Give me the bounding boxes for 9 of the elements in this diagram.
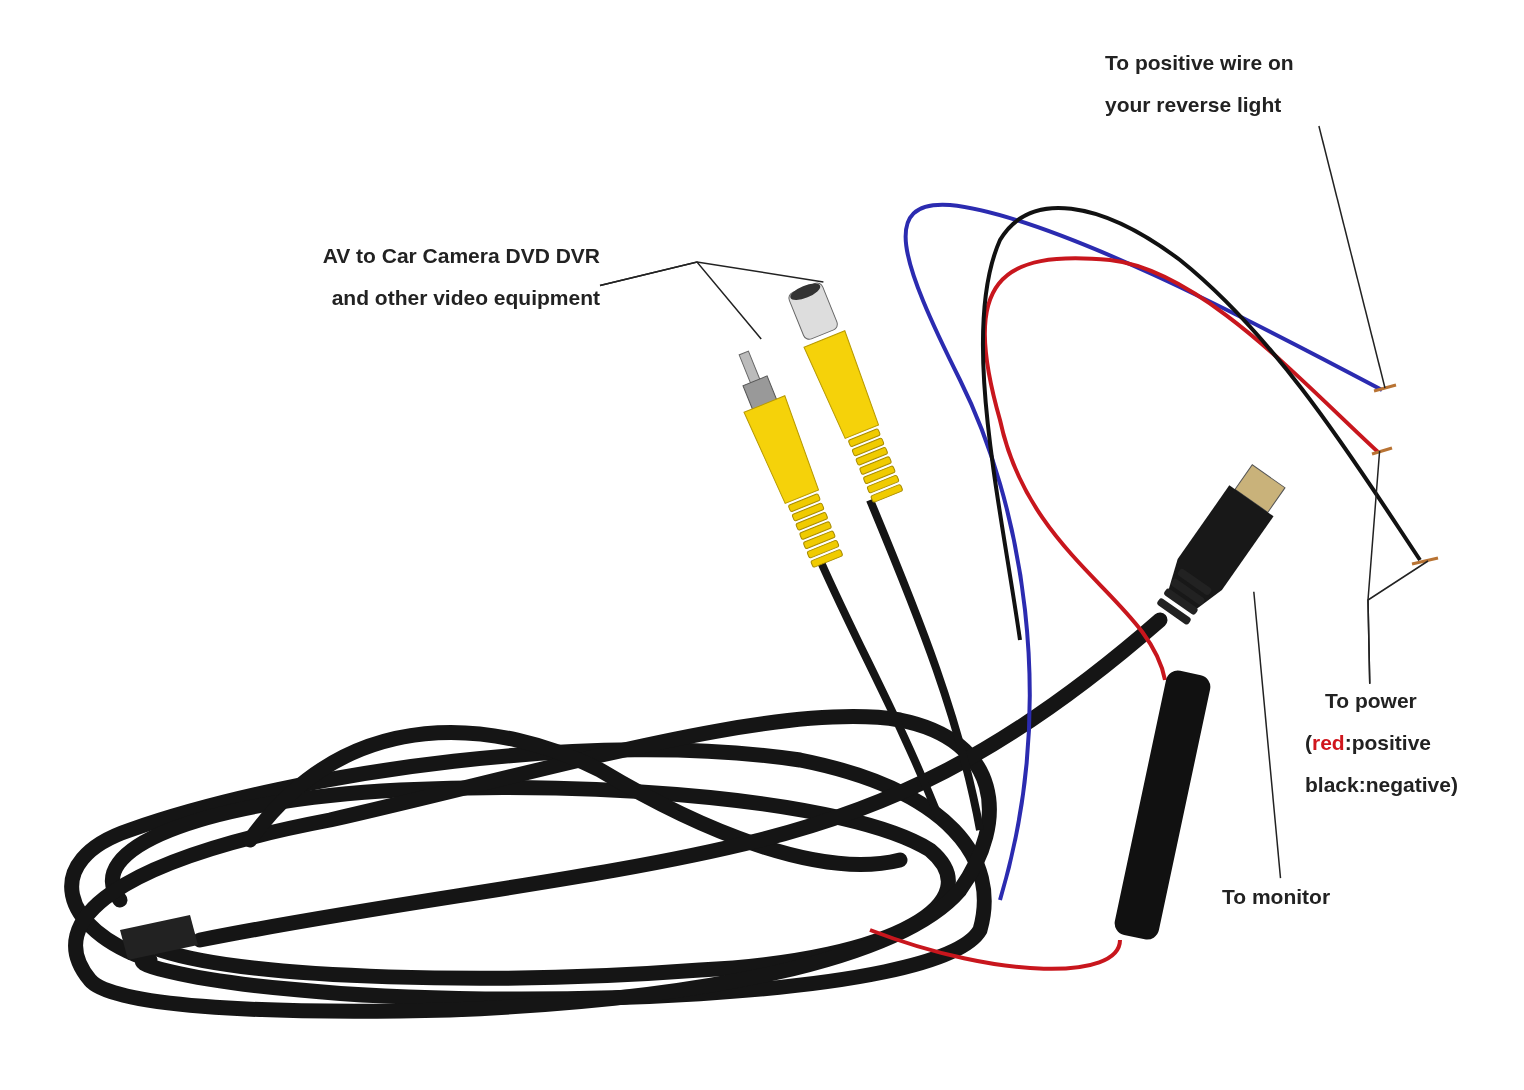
callout-text: To power [1324,688,1418,714]
leader-line [1367,560,1429,685]
leader-line [599,261,825,287]
callout-text: To positive wire on your reverse light [1105,42,1335,126]
callout-text: To monitor [1222,876,1352,918]
callout-text: AV to Car Camera DVD DVR and other video equipment [290,235,600,327]
leader-line [1253,591,1282,879]
leader-line [1318,125,1386,389]
callout-text: (red:positive black:negative) [1305,730,1459,798]
